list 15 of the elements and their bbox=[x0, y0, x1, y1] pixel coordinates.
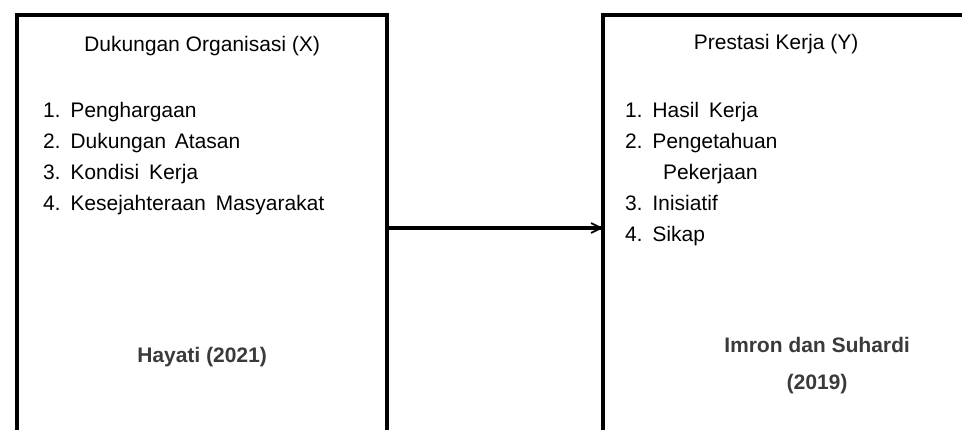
list-item: 3. Kondisi Kerja bbox=[43, 160, 200, 186]
list-item: 2. Dukungan Atasan bbox=[43, 129, 242, 155]
box-heading: Prestasi Kerja (Y) bbox=[692, 31, 860, 55]
box-heading: Dukungan Organisasi (X) bbox=[83, 33, 321, 57]
citation: Imron dan Suhardi (2019) bbox=[723, 333, 911, 396]
list-item: 1. Hasil Kerja bbox=[625, 98, 759, 124]
list-item: 1. Penghargaan bbox=[43, 98, 198, 124]
list-item: 2. Pengetahuan Pekerjaan bbox=[625, 129, 778, 186]
box bbox=[15, 13, 389, 430]
box bbox=[601, 13, 962, 430]
list-item: 4. Sikap bbox=[625, 222, 706, 248]
citation: Hayati (2021) bbox=[136, 343, 268, 369]
arrow bbox=[389, 222, 602, 234]
list-item: 4. Kesejahteraan Masyarakat bbox=[43, 191, 326, 217]
list-item: 3. Inisiatif bbox=[625, 191, 719, 217]
